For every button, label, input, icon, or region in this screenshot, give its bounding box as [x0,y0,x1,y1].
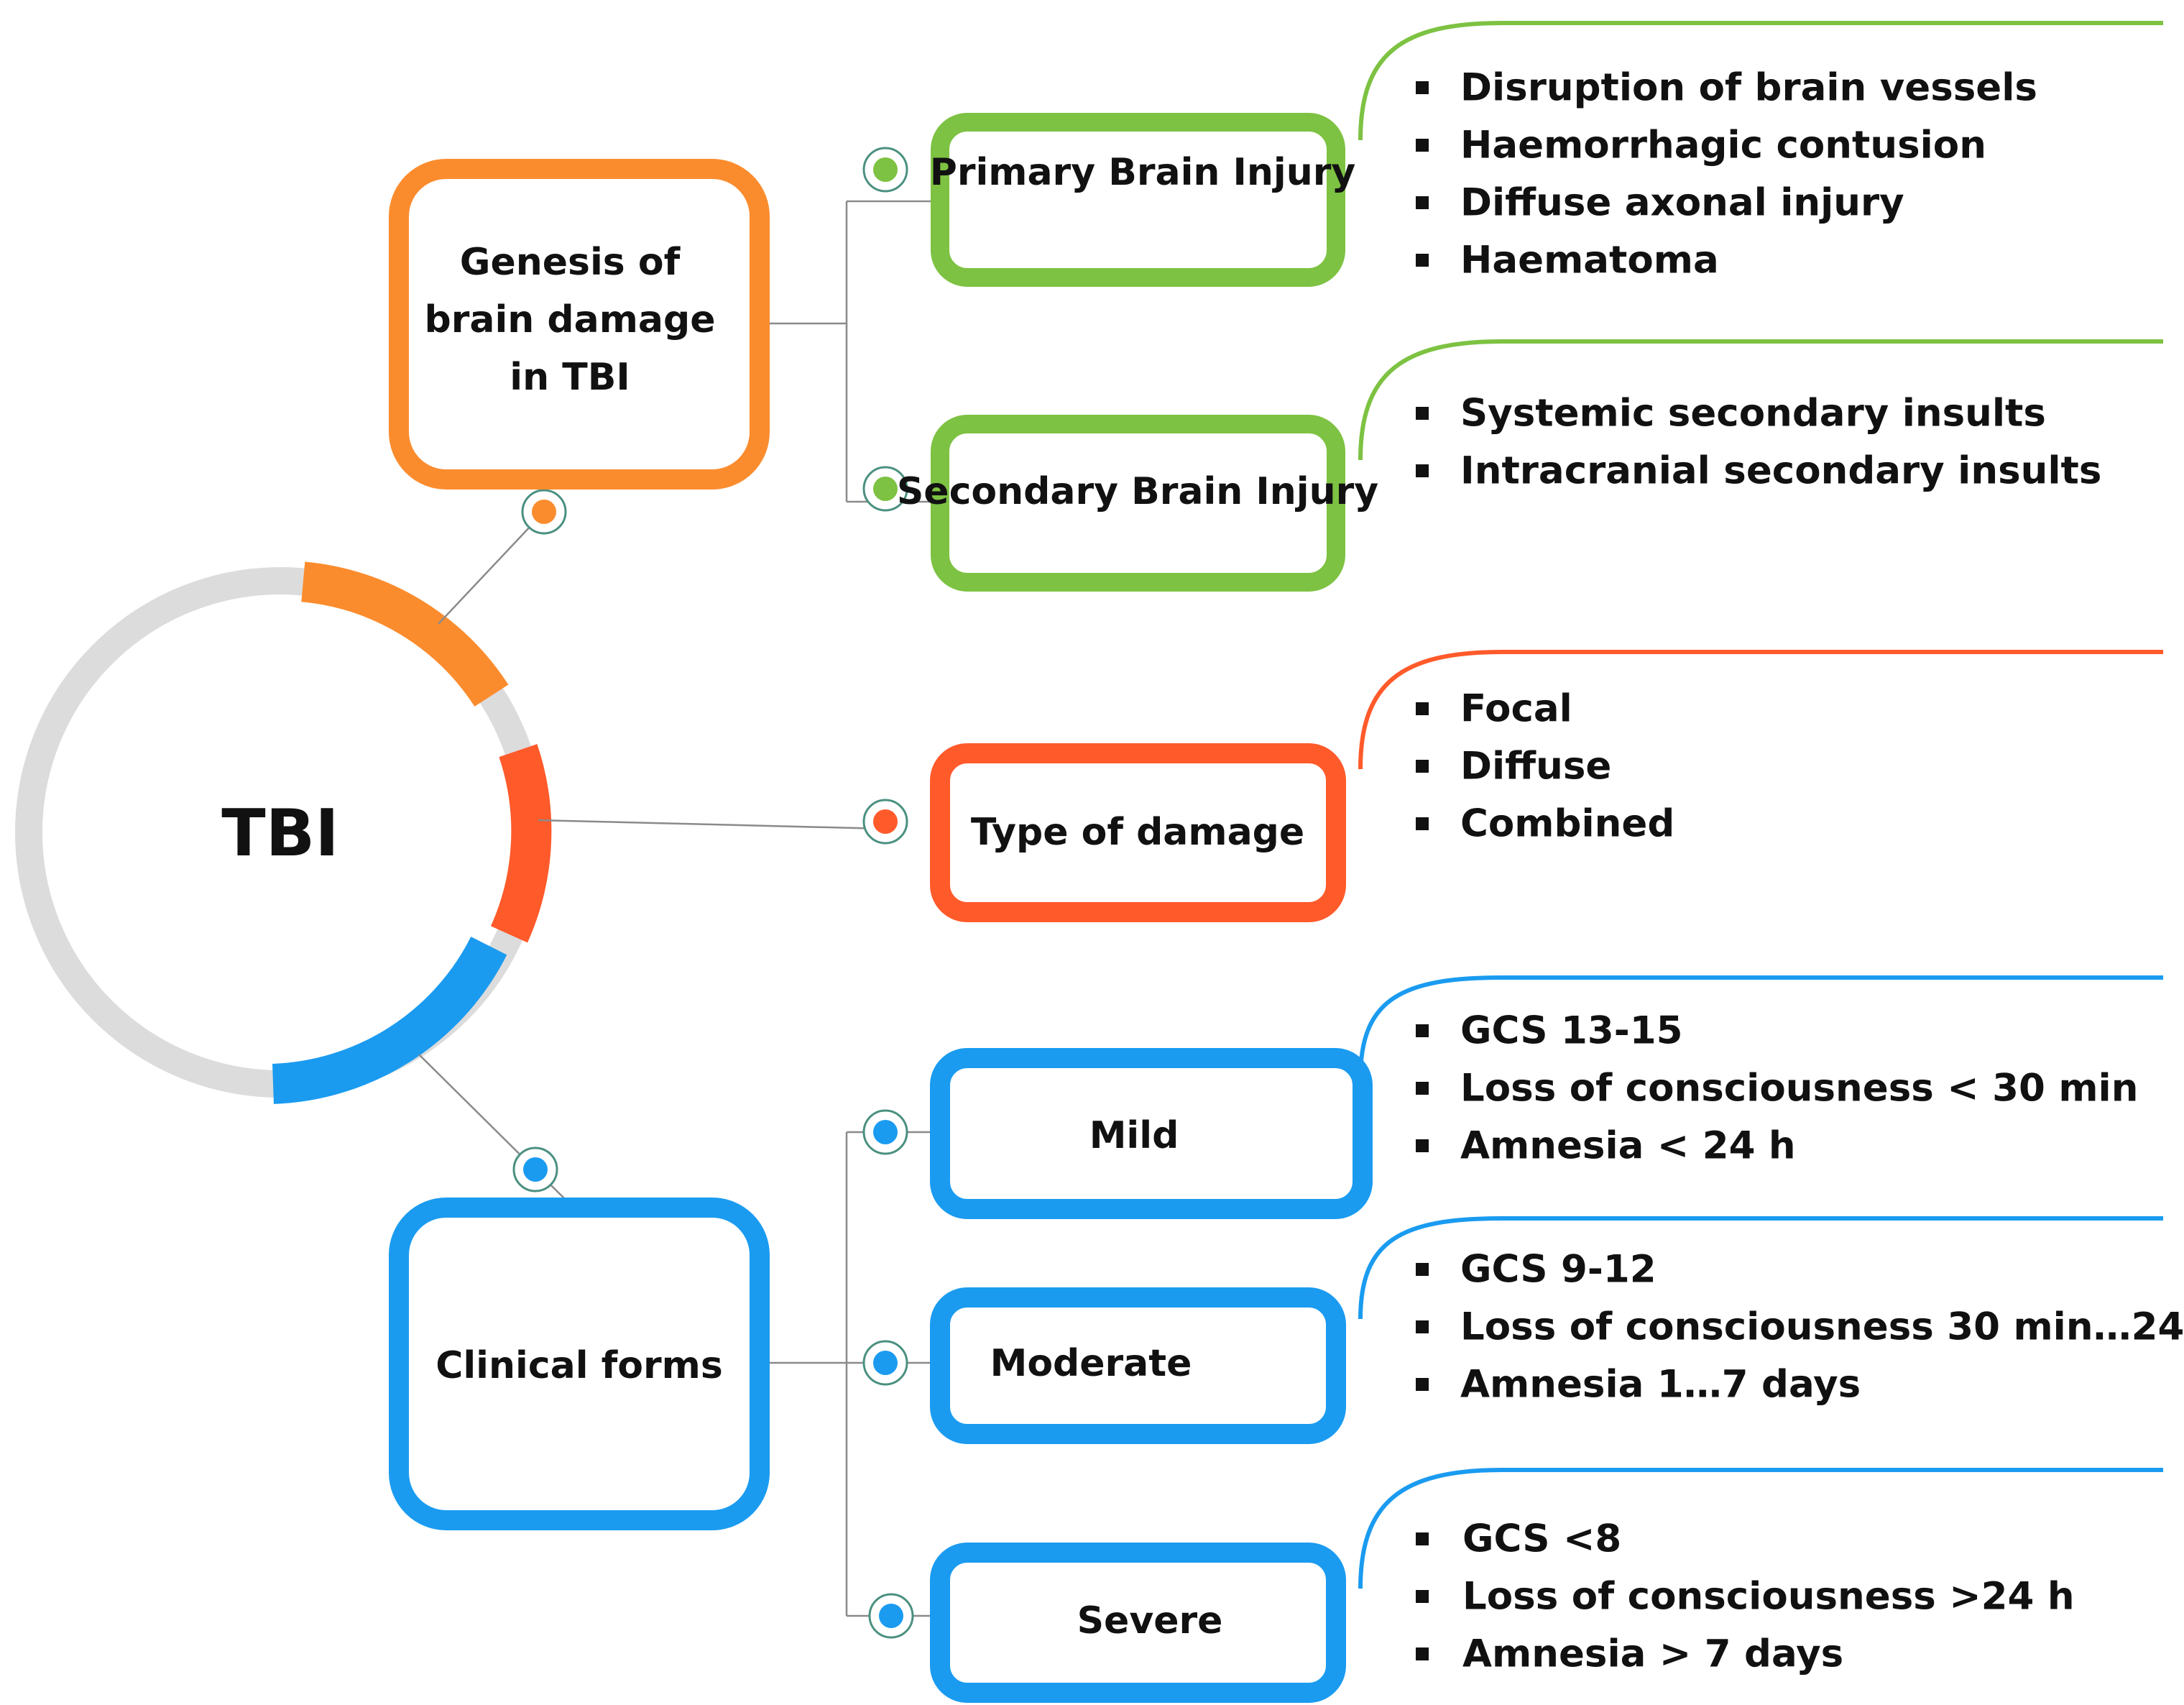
bullet-item: Loss of consciousness < 30 min [1460,1067,2138,1111]
bullet-marker [1416,1320,1429,1333]
bullet-item: Loss of consciousness >24 h [1462,1575,2075,1619]
marker-moderate [862,1340,908,1386]
bullet-marker [1416,1139,1429,1152]
bullet-item: GCS <8 [1462,1517,1621,1561]
center-label: TBI [221,796,338,871]
node-mild-label: Mild [1089,1114,1179,1157]
connector-clinical-branch [765,1131,933,1617]
bullets-severe: GCS <8 Loss of consciousness >24 h Amnes… [1416,1517,2075,1676]
center-ring: TBI [15,561,552,1104]
bracket-type [1358,650,2163,770]
bullets-type: Focal Diffuse Combined [1416,687,1674,846]
node-moderate-label: Moderate [990,1342,1192,1385]
node-type-of-damage: Type of damage [930,743,1346,922]
bracket-mild [1358,975,2163,1079]
bracket-moderate [1358,1216,2163,1320]
node-clinical-forms: Clinical forms [389,1198,770,1530]
bullet-marker [1416,817,1429,830]
bullets-primary: Disruption of brain vessels Haemorrhagic… [1416,66,2037,282]
bullet-marker [1416,1378,1429,1391]
bullet-marker [1416,196,1429,209]
ring-segment-blue [272,936,507,1104]
node-secondary-brain-injury: Secondary Brain Injury [897,415,1378,592]
node-primary-brain-injury: Primary Brain Injury [930,113,1356,287]
bullets-mild: GCS 13-15 Loss of consciousness < 30 min… [1416,1009,2138,1168]
bullet-item: Amnesia > 7 days [1462,1632,1843,1676]
marker-clinical [512,1146,558,1192]
node-severe-label: Severe [1077,1599,1223,1642]
bullet-marker [1416,1263,1429,1276]
node-genesis-line-3: in TBI [510,356,630,399]
marker-genesis [521,489,567,535]
bullet-marker [1416,702,1429,715]
bullet-item: Haematoma [1460,239,1719,282]
bullets-moderate: GCS 9-12 Loss of consciousness 30 min…24… [1416,1248,2184,1407]
bracket-lines [1358,21,2163,1589]
node-genesis-line-1: Genesis of [460,241,681,284]
marker-severe [868,1593,914,1639]
bullet-marker [1416,760,1429,773]
bracket-primary [1358,21,2163,141]
node-clinical-label: Clinical forms [436,1344,723,1387]
connector-center-genesis [438,511,545,625]
bullet-item: GCS 13-15 [1460,1009,1683,1053]
node-moderate: Moderate [930,1287,1346,1444]
bullet-item: Loss of consciousness 30 min…24h [1460,1305,2184,1349]
bullet-marker [1416,1647,1429,1660]
bullet-item: Combined [1460,802,1674,846]
bullet-item: Disruption of brain vessels [1460,66,2037,110]
bullet-item: GCS 9-12 [1460,1248,1657,1292]
marker-mild [862,1109,908,1155]
bullet-item: Diffuse axonal injury [1460,181,1904,225]
connector-center-type [538,819,886,830]
markers [512,147,914,1639]
bullet-marker [1416,1532,1429,1545]
bullet-marker [1416,139,1429,152]
bullet-item: Diffuse [1460,745,1611,789]
node-primary-label: Primary Brain Injury [930,151,1356,194]
bullet-marker [1416,81,1429,94]
bullet-marker [1416,407,1429,420]
bullet-item: Amnesia < 24 h [1460,1124,1796,1168]
bullet-marker [1416,1590,1429,1603]
bracket-severe [1358,1468,2163,1589]
node-severe: Severe [930,1543,1346,1703]
bullets-secondary: Systemic secondary insults Intracranial … [1416,392,2101,493]
ring-segment-red [490,744,552,943]
bullet-item: Intracranial secondary insults [1460,449,2101,493]
bullet-marker [1416,1024,1429,1037]
bracket-secondary [1358,339,2163,461]
bullet-item: Haemorrhagic contusion [1460,124,1986,167]
bullet-item: Amnesia 1…7 days [1460,1363,1861,1407]
marker-type [862,799,908,845]
bullet-marker [1416,464,1429,477]
bullet-marker [1416,1082,1429,1095]
bullet-marker [1416,254,1429,267]
marker-primary [862,147,908,193]
node-secondary-label: Secondary Brain Injury [897,470,1378,513]
node-type-label: Type of damage [971,811,1304,854]
node-genesis-line-2: brain damage [425,298,716,341]
bullet-item: Focal [1460,687,1572,731]
ring-segment-orange [300,561,509,707]
marker-secondary [862,466,908,512]
node-genesis: Genesis of brain damage in TBI [389,159,770,490]
connector-genesis-branch [765,200,933,503]
node-mild: Mild [930,1048,1373,1219]
bullet-item: Systemic secondary insults [1460,392,2046,436]
